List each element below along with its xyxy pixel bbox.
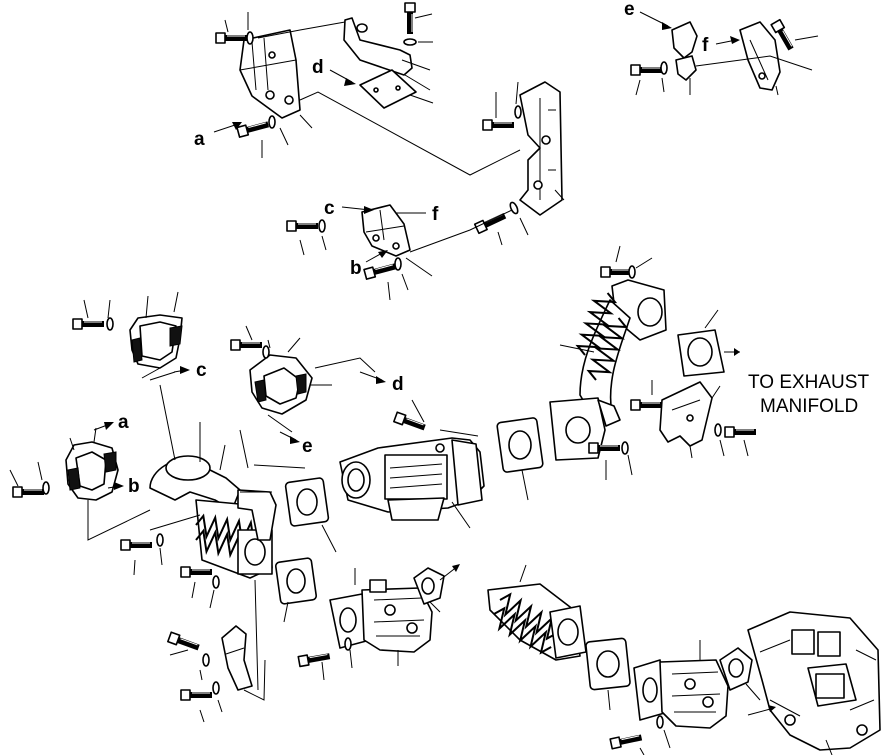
callout-f-top-right: f	[702, 35, 709, 56]
lower-right-gasket	[585, 637, 631, 711]
right-flex-pipe-assembly	[549, 245, 667, 480]
center-cooler-assembly	[339, 399, 485, 529]
exhaust-manifold-note-line2: MANIFOLD	[760, 396, 858, 417]
callout-d-middle: d	[392, 374, 404, 395]
lower-right-valve	[610, 640, 729, 755]
middle-clamp-assembly	[231, 325, 376, 433]
lower-center-gasket	[413, 564, 460, 613]
center-gasket	[496, 417, 544, 501]
lower-center-valve	[298, 568, 433, 681]
callout-c-left: c	[196, 360, 207, 381]
callout-f-middle: f	[432, 204, 439, 225]
left-gaskets	[274, 477, 337, 623]
callout-a-top: a	[194, 129, 205, 150]
callout-e-middle: e	[302, 436, 313, 457]
callout-b-middle: b	[350, 258, 362, 279]
left-elbow-pipe-assembly	[121, 384, 306, 691]
lower-left-clamp-assembly	[9, 427, 151, 541]
callout-a-left: a	[118, 412, 129, 433]
intake-manifold-housing	[747, 611, 881, 755]
callout-d-top: d	[312, 57, 324, 78]
manifold-gasket	[677, 309, 740, 377]
callout-arrows	[93, 11, 740, 490]
upper-bracket-assembly	[216, 3, 521, 176]
exhaust-manifold-note-line1: TO EXHAUST	[748, 372, 869, 393]
lower-left-bracket	[168, 625, 266, 723]
vertical-support-bracket	[475, 81, 565, 246]
callout-b-left: b	[128, 476, 140, 497]
middle-small-bracket	[287, 204, 513, 301]
upper-left-clamp-assembly	[73, 291, 183, 381]
callout-e-top-right: e	[624, 0, 635, 20]
right-support-bracket	[631, 380, 756, 459]
small-end-gasket	[719, 647, 761, 701]
upper-right-bracket-assembly	[631, 20, 819, 96]
callout-c-middle: c	[324, 198, 335, 219]
lower-flex-pipe	[487, 564, 587, 661]
